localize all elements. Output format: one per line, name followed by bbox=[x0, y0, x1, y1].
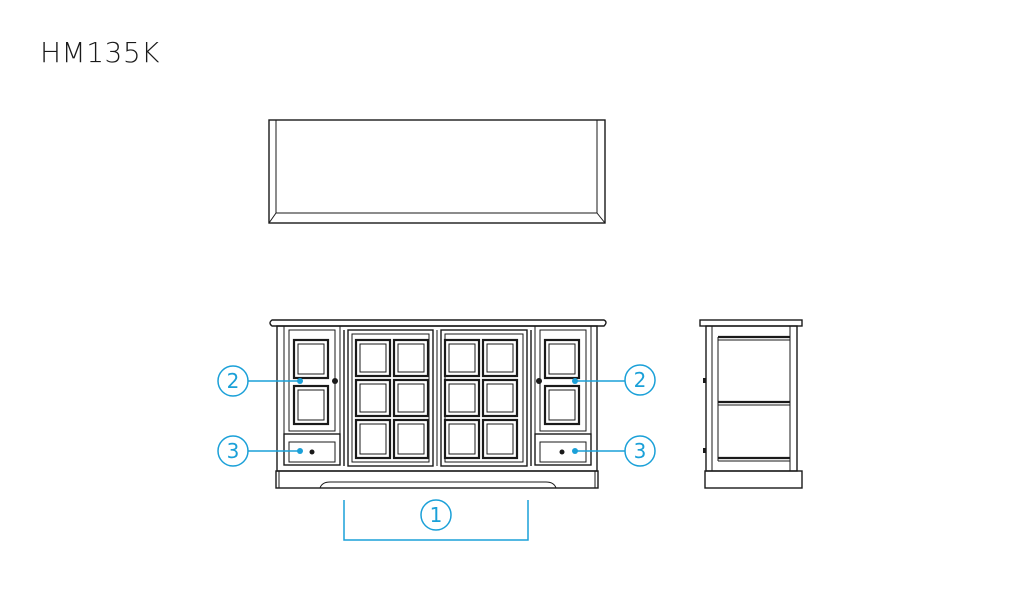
callout-1: 1 bbox=[343, 499, 529, 541]
callout-3-right-label: 3 bbox=[634, 439, 647, 463]
callout-3-left: 3 bbox=[217, 435, 303, 467]
callout-2-left-label: 2 bbox=[227, 369, 240, 393]
top-view bbox=[268, 119, 606, 224]
callout-1-label: 1 bbox=[430, 503, 443, 527]
callout-3-left-label: 3 bbox=[227, 439, 240, 463]
callout-2-right-label: 2 bbox=[634, 368, 647, 392]
callout-3-right: 3 bbox=[572, 435, 656, 467]
model-title: HM135K bbox=[40, 36, 161, 69]
right-door-panels bbox=[443, 338, 519, 460]
callout-2-left: 2 bbox=[217, 365, 303, 397]
callout-1-circle bbox=[420, 499, 452, 531]
callout-2-right: 2 bbox=[572, 364, 656, 396]
left-door-panels bbox=[354, 338, 430, 460]
side-view bbox=[699, 319, 803, 489]
front-view bbox=[269, 319, 607, 489]
